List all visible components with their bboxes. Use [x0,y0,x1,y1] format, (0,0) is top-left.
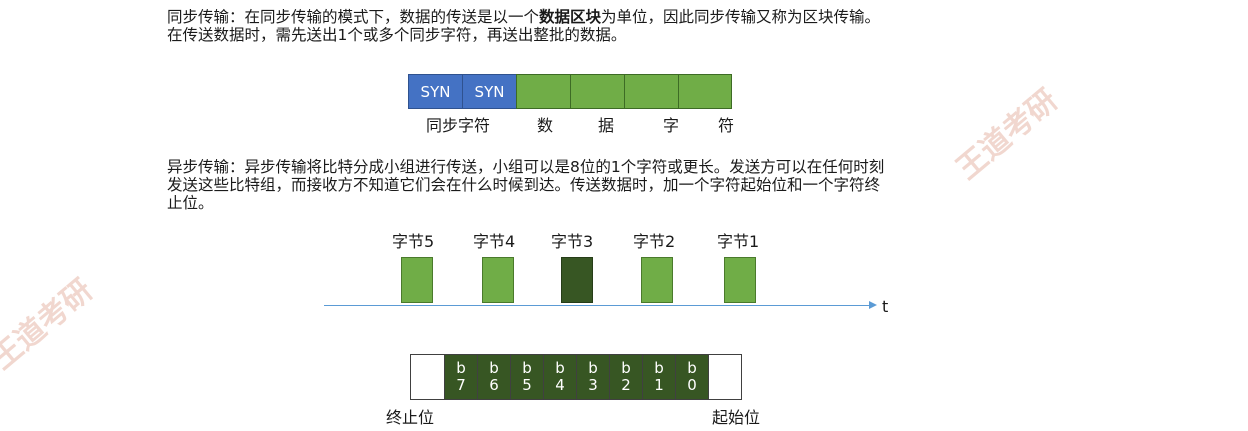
sync-bold-term: 数据区块 [539,8,602,26]
syn-cell: SYN [408,74,462,109]
sync-description: 同步传输：在同步传输的模式下，数据的传送是以一个数据区块为单位，因此同步传输又称… [167,8,1067,44]
data-cell [624,74,678,109]
byte-label: 字节5 [392,232,435,251]
byte-block [401,257,433,303]
async-text-line2: 发送这些比特组，而接收方不知道它们会在什么时候到达。传送数据时，加一个字符起始位… [167,176,881,194]
data-char-label: 符 [718,116,735,135]
data-cell [570,74,624,109]
byte-label: 字节2 [633,232,676,251]
data-char-label: 据 [598,116,615,135]
byte-block-highlighted [561,257,593,303]
sync-chars-label: 同步字符 [426,116,491,135]
start-bit-box [708,354,742,400]
time-axis [324,305,870,306]
data-cell [678,74,732,109]
data-cell [516,74,570,109]
syn-cell: SYN [462,74,516,109]
watermark-logo: 王道考研 [0,272,100,377]
byte-label: 字节3 [551,232,594,251]
sync-text-line2: 在传送数据时，需先送出1个或多个同步字符，再送出整批的数据。 [167,26,627,44]
byte-label: 字节4 [473,232,516,251]
start-bit-label: 起始位 [712,408,761,427]
async-text-line1: 异步传输：异步传输将比特分成小组进行传送，小组可以是8位的1个字符或更长。发送方… [167,158,885,176]
byte-block [641,257,673,303]
sync-text-before-bold: 同步传输：在同步传输的模式下，数据的传送是以一个 [167,8,540,26]
stop-bit-label: 终止位 [386,408,435,427]
sync-frame: SYN SYN [408,74,732,109]
data-char-label: 字 [663,116,680,135]
data-char-label: 数 [537,116,554,135]
time-axis-arrow-icon [869,301,877,309]
byte-block [482,257,514,303]
sync-text-after-bold: 为单位，因此同步传输又称为区块传输。 [601,8,881,26]
async-text-line3: 止位。 [167,194,214,212]
time-axis-label: t [882,297,889,316]
byte-block [724,257,756,303]
async-description: 异步传输：异步传输将比特分成小组进行传送，小组可以是8位的1个字符或更长。发送方… [167,158,1067,212]
byte-label: 字节1 [717,232,760,251]
stop-bit-box [410,354,444,400]
